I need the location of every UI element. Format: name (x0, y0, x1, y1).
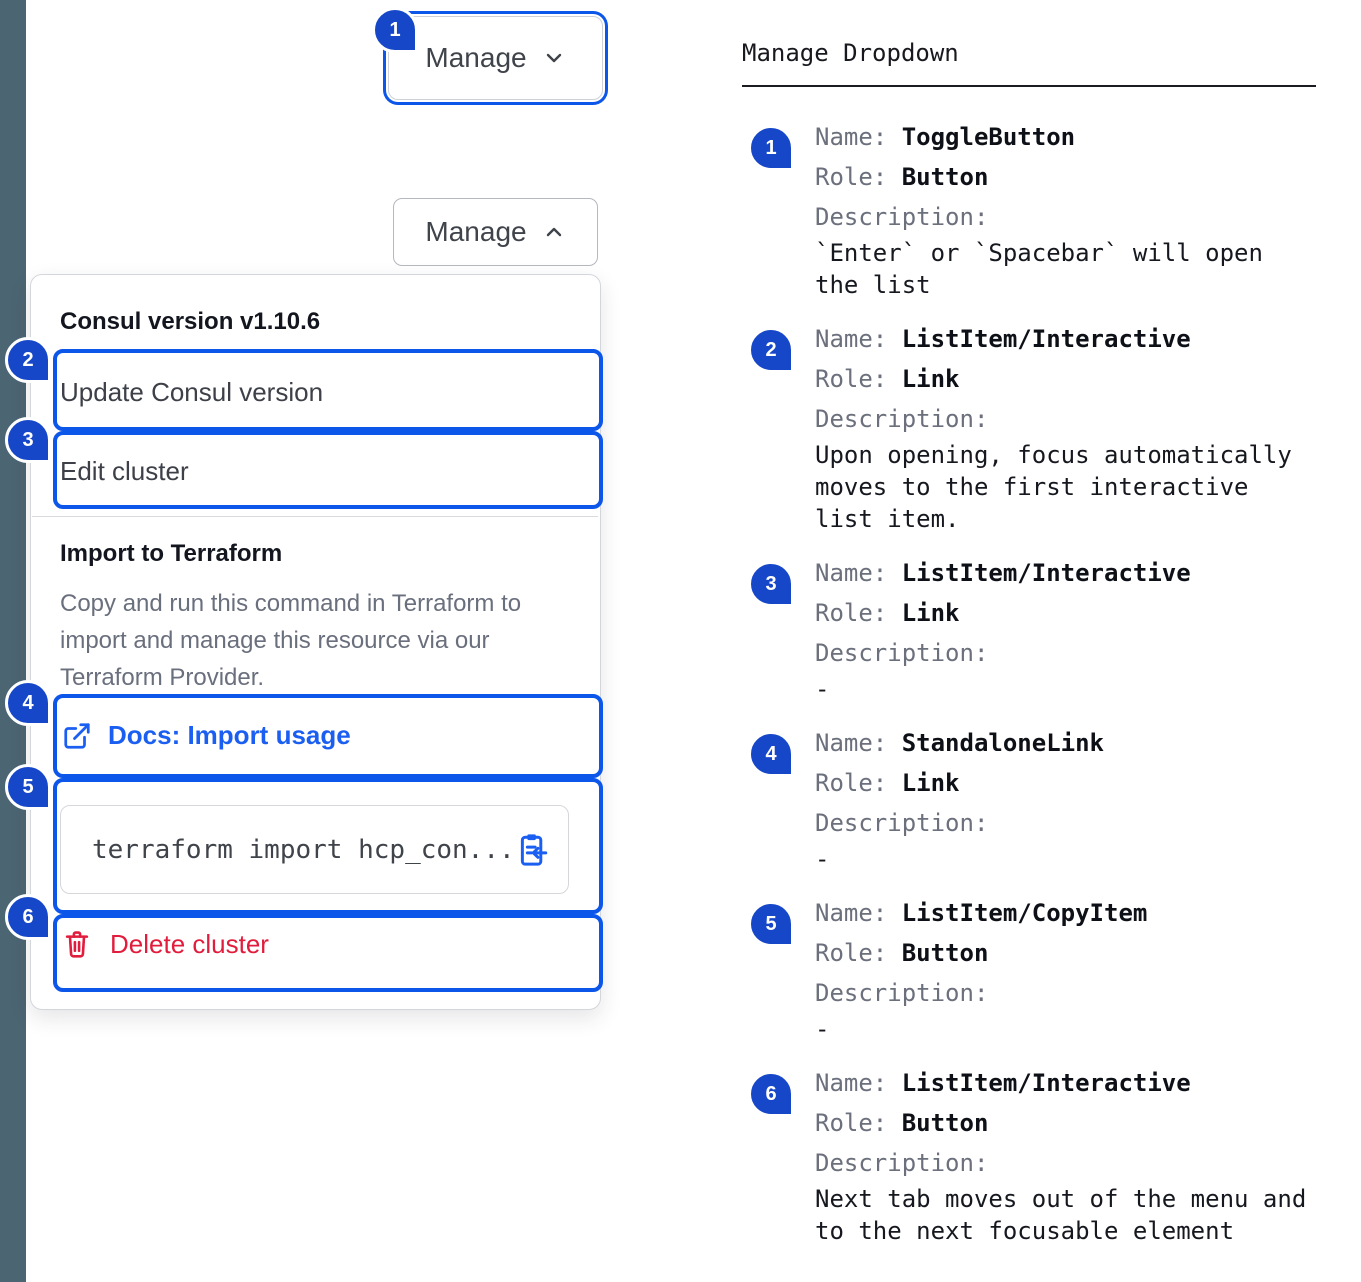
manage-toggle-button-open[interactable]: Manage (393, 198, 598, 266)
name-value: ListItem/CopyItem (901, 899, 1148, 927)
step-badge-4: 4 (5, 680, 51, 726)
step-badge-5: 5 (748, 901, 794, 947)
step-badge-5: 5 (5, 764, 51, 810)
name-label: Name: (815, 899, 888, 927)
description-label: Description: (815, 405, 989, 433)
description-label: Description: (815, 979, 989, 1007)
focus-ring-docs-link (53, 694, 603, 778)
name-value: ListItem/Interactive (901, 559, 1191, 587)
manage-toggle-label: Manage (425, 42, 527, 73)
description-value: Next tab moves out of the menu and to th… (815, 1185, 1307, 1245)
description-label: Description: (815, 639, 989, 667)
spec-entry-3: 3 Name: ListItem/Interactive Role: Link … (742, 553, 1316, 705)
external-link-icon (62, 721, 92, 751)
name-label: Name: (815, 729, 888, 757)
role-label: Role: (815, 163, 888, 191)
step-badge-6: 6 (5, 894, 51, 940)
role-label: Role: (815, 769, 888, 797)
import-section-description: Copy and run this command in Terraform t… (60, 590, 522, 691)
step-badge-2: 2 (748, 327, 794, 373)
spec-entries: 1 Name: ToggleButton Role: Button Descri… (742, 87, 1316, 1247)
name-label: Name: (815, 559, 888, 587)
clipboard-copy-icon[interactable] (516, 831, 550, 869)
description-value: `Enter` or `Spacebar` will open the list (815, 239, 1263, 299)
description-value: - (815, 845, 830, 873)
chevron-up-icon (542, 220, 566, 244)
docs-link-label: Docs: Import usage (108, 720, 351, 750)
menu-item-delete-cluster[interactable]: Delete cluster (62, 928, 269, 960)
spec-entry-1: 1 Name: ToggleButton Role: Button Descri… (742, 117, 1316, 301)
docs-import-usage-link[interactable]: Docs: Import usage (62, 720, 351, 751)
role-value: Button (901, 163, 989, 191)
role-value: Link (901, 599, 960, 627)
description-value: Upon opening, focus automatically moves … (815, 441, 1292, 533)
step-badge-4: 4 (748, 731, 794, 777)
role-label: Role: (815, 1109, 888, 1137)
menu-item-update-consul-version[interactable]: Update Consul version (60, 377, 324, 407)
name-label: Name: (815, 325, 888, 353)
spec-panel-rule (742, 85, 1316, 87)
step-badge-3: 3 (5, 417, 51, 463)
focus-ring-update-consul (53, 349, 603, 431)
role-value: Button (901, 1109, 989, 1137)
terraform-command-field[interactable]: terraform import hcp_con... (60, 805, 569, 894)
name-value: StandaloneLink (901, 729, 1104, 757)
focus-ring-edit-cluster (53, 431, 603, 509)
role-label: Role: (815, 599, 888, 627)
spec-panel: Manage Dropdown 1 Name: ToggleButton Rol… (742, 37, 1316, 1265)
name-value: ListItem/Interactive (901, 1069, 1191, 1097)
delete-cluster-label: Delete cluster (110, 928, 269, 959)
description-label: Description: (815, 1149, 989, 1177)
manage-toggle-label: Manage (425, 216, 527, 247)
trash-icon (62, 928, 92, 960)
role-value: Button (901, 939, 989, 967)
name-label: Name: (815, 123, 888, 151)
page-edge-strip (0, 0, 26, 1282)
focus-ring-delete-cluster (53, 914, 603, 992)
role-label: Role: (815, 365, 888, 393)
description-value: - (815, 1015, 830, 1043)
spec-entry-2: 2 Name: ListItem/Interactive Role: Link … (742, 319, 1316, 535)
name-label: Name: (815, 1069, 888, 1097)
spec-panel-title: Manage Dropdown (742, 39, 959, 67)
menu-divider (32, 516, 598, 517)
spec-entry-4: 4 Name: StandaloneLink Role: Link Descri… (742, 723, 1316, 875)
description-label: Description: (815, 809, 989, 837)
chevron-down-icon (542, 46, 566, 70)
consul-version-label: Consul version v1.10.6 (60, 308, 321, 335)
role-value: Link (901, 769, 960, 797)
step-badge-1: 1 (748, 125, 794, 171)
name-value: ToggleButton (901, 123, 1076, 151)
manage-toggle-button[interactable]: Manage (388, 16, 603, 100)
spec-entry-6: 6 Name: ListItem/Interactive Role: Butto… (742, 1063, 1316, 1247)
role-value: Link (901, 365, 960, 393)
focus-ring-copy-command (53, 778, 603, 914)
step-badge-6: 6 (748, 1071, 794, 1117)
import-section-title: Import to Terraform (60, 540, 283, 567)
description-label: Description: (815, 203, 989, 231)
spec-entry-5: 5 Name: ListItem/CopyItem Role: Button D… (742, 893, 1316, 1045)
step-badge-3: 3 (748, 561, 794, 607)
step-badge-2: 2 (5, 337, 51, 383)
menu-item-edit-cluster[interactable]: Edit cluster (60, 456, 189, 486)
role-label: Role: (815, 939, 888, 967)
step-badge-1: 1 (372, 7, 418, 53)
description-value: - (815, 675, 830, 703)
terraform-command-text: terraform import hcp_con... (92, 834, 515, 865)
name-value: ListItem/Interactive (901, 325, 1191, 353)
